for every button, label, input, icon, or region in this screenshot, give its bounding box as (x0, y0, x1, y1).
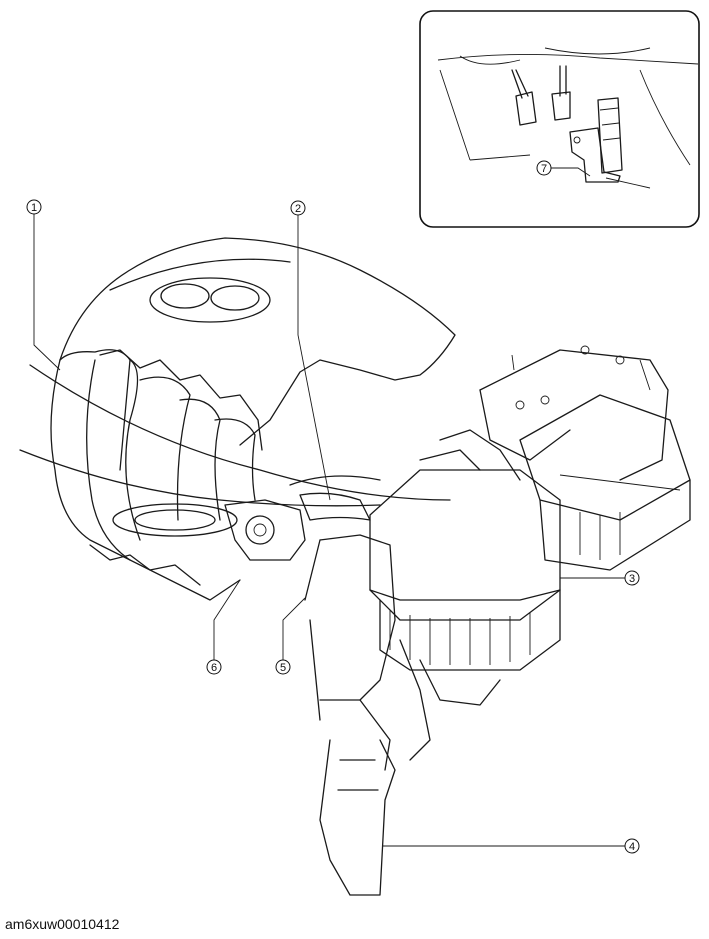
engine-cover (59, 237, 456, 446)
air-duct (319, 534, 396, 701)
pedal-inset (419, 10, 700, 228)
fresh-air-duct (319, 739, 396, 896)
callout-3: 3 (624, 570, 640, 586)
engine-line-art (19, 237, 691, 896)
callout-6-label: 6 (211, 662, 217, 674)
callout-5: 5 (275, 659, 291, 675)
callout-5-label: 5 (280, 662, 286, 674)
callout-4-label: 4 (629, 841, 635, 853)
fuse-box (519, 394, 691, 521)
callout-1-label: 1 (31, 202, 37, 214)
inset-frame (419, 10, 700, 228)
callout-7: 7 (536, 160, 552, 176)
callout-3-label: 3 (629, 573, 635, 585)
leader-lines (33, 167, 630, 847)
callout-2-label: 2 (295, 203, 301, 215)
callout-1: 1 (26, 199, 42, 215)
callout-2: 2 (290, 200, 306, 216)
figure-id: am6xuw00010412 (5, 916, 120, 932)
callout-6: 6 (206, 659, 222, 675)
callout-4: 4 (624, 838, 640, 854)
callout-7-label: 7 (541, 163, 547, 175)
